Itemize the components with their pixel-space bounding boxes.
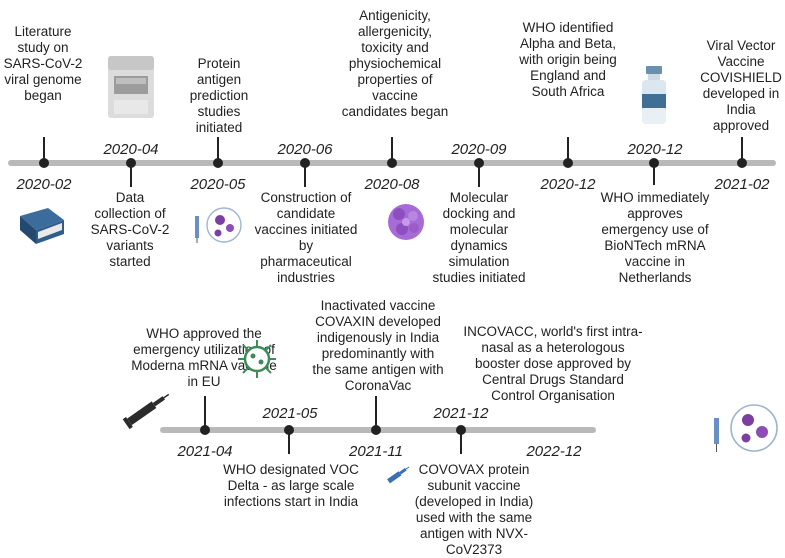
- event-6-text: Molecular docking and molecular dynamics…: [432, 190, 526, 285]
- event-10-tick: [204, 396, 206, 429]
- event-8-date: 2020-12: [627, 141, 683, 158]
- event-1-dot: [39, 158, 49, 168]
- event-10-date: 2021-04: [177, 443, 233, 460]
- event-1-tick: [43, 137, 45, 162]
- event-9-dot: [737, 158, 747, 168]
- event-7-text: WHO identified Alpha and Beta, with orig…: [519, 20, 617, 99]
- syringe-icon: [122, 393, 170, 430]
- event-8-text: WHO immediately approves emergency use o…: [600, 190, 710, 285]
- event-3-tick: [217, 137, 219, 162]
- event-8-tick: [653, 163, 655, 185]
- event-2-tick: [130, 163, 132, 187]
- event-14-date: 2022-12: [526, 443, 582, 460]
- small-syringe-icon: [387, 466, 410, 484]
- event-13-date: 2021-12: [433, 405, 489, 422]
- event-7-dot: [563, 158, 573, 168]
- event-12-text: Inactivated vaccine COVAXIN developed in…: [312, 298, 444, 393]
- event-7-tick: [567, 137, 569, 162]
- event-1-text: Literature study on SARS-CoV-2 viral gen…: [3, 24, 83, 103]
- event-3-date: 2020-05: [190, 176, 246, 193]
- event-10-text: WHO approved the emergency utilization o…: [131, 326, 277, 389]
- event-7-date: 2020-12: [540, 176, 596, 193]
- book-icon: [20, 208, 64, 244]
- event-5-date: 2020-08: [364, 176, 420, 193]
- event-9-date: 2021-02: [714, 176, 770, 193]
- event-10-dot: [200, 425, 210, 435]
- event-4-date: 2020-06: [277, 141, 333, 158]
- protein-icon: [388, 204, 424, 240]
- virus-icon: [238, 340, 276, 378]
- event-12-date: 2021-11: [349, 443, 403, 460]
- event-2-text: Data collection of SARS-CoV-2 variants s…: [90, 190, 170, 269]
- event-12-tick: [375, 396, 377, 429]
- event-11-tick: [288, 430, 290, 454]
- event-4-text: Construction of candidate vaccines initi…: [254, 190, 358, 285]
- vaccine-vial-icon: [642, 66, 666, 124]
- event-9-tick: [741, 137, 743, 162]
- event-4-tick: [304, 163, 306, 187]
- event-9-text: Viral Vector Vaccine COVISHIELD develope…: [700, 38, 782, 133]
- syringe-virus-icon: [195, 207, 242, 243]
- syringe-virus-icon-2: [714, 404, 778, 452]
- sequencer-icon: [108, 56, 154, 118]
- event-6-date: 2020-09: [451, 141, 507, 158]
- event-3-dot: [213, 158, 223, 168]
- event-11-date: 2021-05: [262, 405, 318, 422]
- event-3-text: Protein antigen prediction studies initi…: [189, 56, 249, 135]
- event-5-tick: [391, 137, 393, 162]
- event-2-date: 2020-04: [103, 141, 159, 158]
- event-12-dot: [371, 425, 381, 435]
- event-13-tick: [460, 430, 462, 454]
- event-5-dot: [387, 158, 397, 168]
- event-6-tick: [478, 163, 480, 187]
- event-13-text: COVOVAX protein subunit vaccine (develop…: [414, 462, 534, 557]
- event-1-date: 2020-02: [16, 176, 72, 193]
- event-11-text: WHO designated VOC Delta - as large scal…: [223, 462, 359, 509]
- event-5-text: Antigenicity, allergenicity, toxicity an…: [341, 8, 449, 119]
- event-14-text: INCOVACC, world's first intra-nasal as a…: [463, 324, 643, 403]
